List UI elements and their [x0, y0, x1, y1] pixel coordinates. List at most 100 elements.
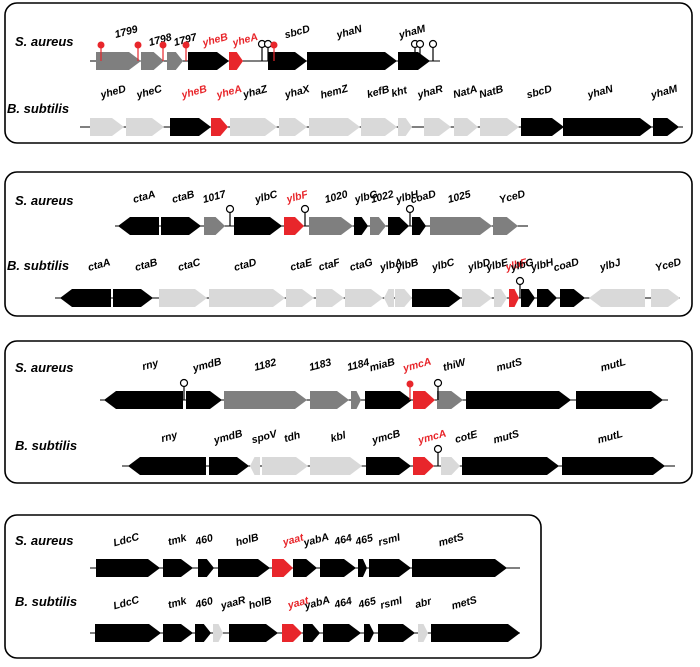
gene-arrow [351, 391, 361, 409]
gene-arrow [230, 118, 277, 136]
gene-label: abr [414, 595, 434, 611]
gene-label: 1020 [323, 188, 349, 206]
promoter-dot [270, 41, 278, 49]
gene-arrow [562, 457, 665, 475]
gene-label: rsmI [377, 531, 403, 549]
gene-label: 1182 [253, 356, 278, 373]
gene-arrow [209, 289, 285, 307]
gene-arrow [370, 217, 386, 235]
gene-arrow [364, 624, 374, 642]
panel-frame [4, 340, 693, 484]
gene-arrow [430, 217, 492, 235]
panel-frame [4, 514, 542, 659]
gene-arrow [412, 289, 461, 307]
gene-arrow [198, 559, 214, 577]
promoter-dot [159, 41, 167, 49]
gene-arrow [361, 118, 397, 136]
gene-label: cotE [454, 428, 480, 446]
gene-label: 1022 [369, 188, 395, 206]
gene-arrow [563, 118, 652, 136]
gene-label: tdh [283, 429, 302, 445]
gene-arrow [560, 289, 585, 307]
gene-arrow [272, 559, 293, 577]
gene-arrow [204, 217, 225, 235]
terminator-loop [515, 276, 525, 286]
gene-arrow [126, 118, 164, 136]
terminator-loop [405, 204, 415, 214]
gene-arrow [412, 217, 426, 235]
gene-label: 1799 [113, 23, 139, 41]
gene-label: thiW [442, 356, 468, 374]
gene-arrow [163, 559, 193, 577]
gene-arrow [537, 289, 557, 307]
terminator-loop [179, 378, 189, 388]
gene-arrow [345, 289, 383, 307]
gene-arrow [384, 289, 394, 307]
gene-label: kbl [329, 429, 348, 445]
gene-arrow [493, 217, 518, 235]
gene-arrow [96, 559, 160, 577]
organism-label: S. aureus [15, 360, 74, 375]
gene-arrow [95, 624, 161, 642]
gene-label: tmk [167, 595, 189, 612]
gene-arrow [268, 52, 307, 70]
gene-label: ylbA [378, 256, 404, 274]
gene-label: ylbF [503, 256, 528, 274]
gene-arrow [284, 217, 304, 235]
gene-label: 460 [193, 595, 214, 611]
organism-label: S. aureus [15, 34, 74, 49]
promoter-dot [97, 41, 105, 49]
gene-arrow [354, 217, 368, 235]
gene-arrow [398, 118, 412, 136]
gene-arrow [412, 559, 507, 577]
gene-arrow [309, 217, 353, 235]
gene-arrow [286, 289, 314, 307]
gene-arrow [188, 52, 229, 70]
gene-arrow [90, 118, 124, 136]
gene-arrow [96, 52, 141, 70]
gene-arrow [509, 289, 519, 307]
gene-arrow [213, 624, 223, 642]
gene-label: 464 [332, 595, 353, 611]
gene-arrow [229, 52, 243, 70]
gene-arrow [310, 391, 349, 409]
gene-label: 1184 [346, 356, 371, 373]
promoter-dot [134, 41, 142, 49]
gene-arrow [480, 118, 519, 136]
terminator-loop [415, 39, 425, 49]
gene-arrow [218, 559, 270, 577]
gene-arrow [398, 52, 430, 70]
gene-arrow [323, 624, 361, 642]
gene-arrow [454, 118, 478, 136]
gene-label: ctaF [317, 256, 342, 273]
gene-arrow [378, 624, 415, 642]
gene-label: ctaC [177, 256, 202, 274]
gene-label: kefB [366, 83, 391, 101]
terminator-loop [433, 378, 443, 388]
gene-arrow [234, 217, 282, 235]
gene-arrow [303, 624, 320, 642]
gene-label: yaat [281, 531, 306, 548]
gene-arrow [441, 457, 460, 475]
gene-arrow [113, 289, 153, 307]
gene-label: 1025 [446, 188, 472, 206]
gene-label: 464 [332, 532, 353, 548]
gene-arrow [589, 289, 645, 307]
gene-arrow [229, 624, 278, 642]
gene-label: holB [247, 594, 273, 612]
gene-arrow [316, 289, 344, 307]
gene-arrow [576, 391, 663, 409]
gene-label: yaat [286, 594, 311, 611]
gene-label: 465 [356, 595, 377, 611]
gene-arrow [250, 457, 260, 475]
gene-arrow [462, 289, 492, 307]
terminator-loop [300, 204, 310, 214]
terminator-loop [225, 204, 235, 214]
gene-arrow [279, 118, 307, 136]
terminator-loop [433, 444, 443, 454]
gene-arrow [651, 289, 680, 307]
